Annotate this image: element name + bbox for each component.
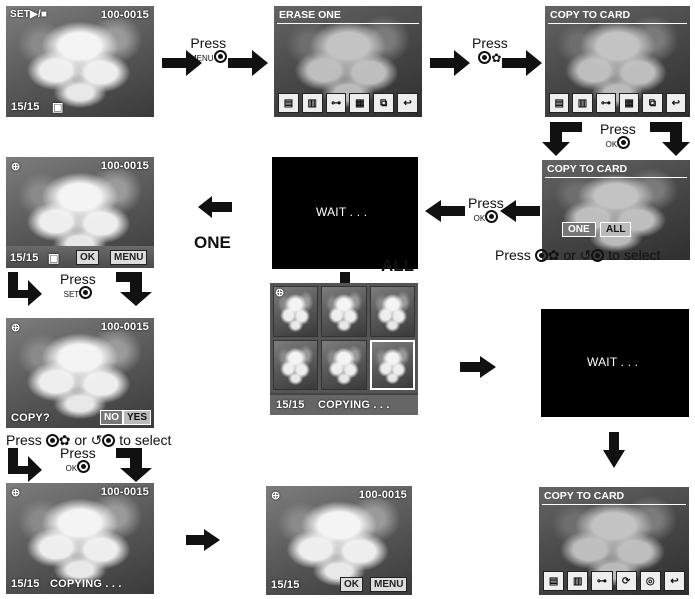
file-number: 100-0015 bbox=[101, 160, 149, 172]
menu-title: COPY TO CARD bbox=[545, 163, 687, 178]
arrow-left-icon bbox=[425, 200, 465, 222]
thumbnail[interactable] bbox=[321, 340, 366, 391]
return-icon[interactable]: ↩ bbox=[666, 93, 686, 113]
menu-title: COPY TO CARD bbox=[542, 490, 686, 505]
one-label: ONE bbox=[194, 233, 231, 253]
zoom-icon: ⊕ bbox=[11, 321, 20, 334]
return-icon[interactable]: ↩ bbox=[397, 93, 418, 113]
bent-arrow-right-icon bbox=[8, 272, 42, 306]
arrow-left-icon bbox=[198, 196, 232, 218]
ok-badge: OK bbox=[76, 250, 99, 265]
bent-arrow-down-icon bbox=[650, 122, 690, 156]
copy-icon[interactable]: ⧉ bbox=[373, 93, 394, 113]
no-option[interactable]: NO bbox=[100, 410, 123, 425]
protect-icon[interactable]: ⊶ bbox=[326, 93, 347, 113]
bent-arrow-down-icon bbox=[542, 122, 582, 156]
arrow-right-icon bbox=[186, 529, 220, 551]
press-ok-label: Press OK bbox=[600, 122, 636, 152]
copying-screen: ⊕ 100-0015 15/15 COPYING . . . bbox=[6, 483, 154, 594]
mode-tag: SET▶/■ bbox=[10, 9, 47, 20]
arrow-right-icon bbox=[430, 50, 470, 76]
press-ok-label: Press OK bbox=[468, 196, 504, 226]
arrow-down-icon bbox=[603, 432, 625, 468]
protect-icon[interactable]: ⊶ bbox=[596, 93, 616, 113]
zoom-icon: ⊕ bbox=[11, 160, 20, 173]
menu-icon-bar: ▤ ▥ ⊶ ⟳ ◎ ↩ bbox=[543, 571, 685, 591]
rotate-icon[interactable]: ⟳ bbox=[616, 571, 637, 591]
thumbnail[interactable] bbox=[321, 286, 366, 337]
file-number: 100-0015 bbox=[101, 486, 149, 498]
copying-status: COPYING . . . bbox=[318, 399, 390, 411]
one-option[interactable]: ONE bbox=[562, 222, 596, 237]
protect-icon[interactable]: ⊶ bbox=[591, 571, 612, 591]
copy-menu-screen-final: COPY TO CARD ▤ ▥ ⊶ ⟳ ◎ ↩ bbox=[539, 487, 689, 595]
wait-text: WAIT . . . bbox=[587, 355, 638, 369]
erase-menu-screen: ERASE ONE ▤ ▥ ⊶ ▦ ⧉ ↩ bbox=[274, 6, 422, 117]
copy-confirm-screen: ⊕ 100-0015 COPY? NO YES bbox=[6, 318, 154, 428]
erase-icon[interactable]: ▤ bbox=[543, 571, 564, 591]
thumbnail[interactable] bbox=[273, 340, 318, 391]
all-label: ALL bbox=[381, 256, 414, 276]
bent-arrow-down-icon bbox=[116, 448, 152, 482]
select-note: Press ✿ or ↺ to select bbox=[495, 247, 660, 264]
thumbnail[interactable] bbox=[370, 286, 415, 337]
image-counter: 15/15 bbox=[276, 399, 305, 411]
wait-text: WAIT . . . bbox=[316, 205, 367, 219]
zoom-icon: ⊕ bbox=[271, 489, 280, 502]
menu-badge: MENU bbox=[110, 250, 147, 265]
image-counter: 15/15 bbox=[10, 252, 39, 264]
menu-icon-bar: ▤ ▥ ⊶ ▦ ⧉ ↩ bbox=[549, 93, 686, 113]
erase-all-icon[interactable]: ▥ bbox=[567, 571, 588, 591]
press-ok-label: Press OK bbox=[60, 446, 96, 476]
thumbnail-grid bbox=[270, 283, 418, 393]
copy-prompt: COPY? bbox=[11, 412, 50, 424]
thumbnail-selected[interactable] bbox=[370, 340, 415, 391]
arrow-right-icon bbox=[502, 50, 542, 76]
zoom-icon: ⊕ bbox=[11, 486, 20, 499]
thumbnail-copy-screen: ⊕ 15/15 COPYING . . . bbox=[270, 283, 418, 415]
movie-icon: ▣ bbox=[52, 100, 64, 114]
copy-icon[interactable]: ◎ bbox=[640, 571, 661, 591]
copy-icon[interactable]: ⧉ bbox=[642, 93, 662, 113]
erase-all-icon[interactable]: ▥ bbox=[302, 93, 323, 113]
bent-arrow-right-icon bbox=[8, 448, 42, 482]
zoom-icon: ⊕ bbox=[275, 286, 284, 299]
playback-screen: SET▶/■ 100-0015 15/15 ▣ bbox=[6, 6, 154, 117]
dpof-icon[interactable]: ▦ bbox=[349, 93, 370, 113]
menu-badge: MENU bbox=[370, 577, 407, 592]
arrow-right-icon bbox=[460, 356, 496, 378]
dpof-icon[interactable]: ▦ bbox=[619, 93, 639, 113]
copying-status: COPYING . . . bbox=[50, 578, 122, 590]
file-number: 100-0015 bbox=[101, 321, 149, 333]
yes-option[interactable]: YES bbox=[123, 410, 151, 425]
ok-badge: OK bbox=[340, 577, 363, 592]
arrow-left-icon bbox=[500, 200, 540, 222]
menu-title: ERASE ONE bbox=[277, 9, 419, 24]
file-number: 100-0015 bbox=[359, 489, 407, 501]
bent-arrow-down-icon bbox=[116, 272, 152, 306]
wait-screen: WAIT . . . bbox=[272, 157, 418, 269]
menu-title: COPY TO CARD bbox=[548, 9, 687, 24]
wait-screen-all: WAIT . . . bbox=[541, 309, 689, 417]
return-icon[interactable]: ↩ bbox=[664, 571, 685, 591]
image-counter: 15/15 bbox=[11, 101, 40, 113]
playback-screen-one: ⊕ 100-0015 15/15 ▣ OK MENU bbox=[6, 157, 154, 268]
image-counter: 15/15 bbox=[271, 579, 300, 591]
movie-icon: ▣ bbox=[48, 251, 60, 265]
image-counter: 15/15 bbox=[11, 578, 40, 590]
all-option[interactable]: ALL bbox=[600, 222, 631, 237]
playback-done-screen: ⊕ 100-0015 15/15 OK MENU bbox=[266, 486, 412, 595]
copy-select-screen: COPY TO CARD ONE ALL bbox=[542, 160, 690, 260]
erase-icon[interactable]: ▤ bbox=[549, 93, 569, 113]
press-set-label: Press SET bbox=[60, 272, 96, 302]
arrow-right-icon bbox=[228, 50, 268, 76]
copy-menu-screen: COPY TO CARD ▤ ▥ ⊶ ▦ ⧉ ↩ bbox=[545, 6, 690, 117]
erase-icon[interactable]: ▤ bbox=[278, 93, 299, 113]
arrow-right-icon bbox=[162, 50, 202, 76]
erase-all-icon[interactable]: ▥ bbox=[572, 93, 592, 113]
menu-icon-bar: ▤ ▥ ⊶ ▦ ⧉ ↩ bbox=[278, 93, 418, 113]
file-number: 100-0015 bbox=[101, 9, 149, 21]
